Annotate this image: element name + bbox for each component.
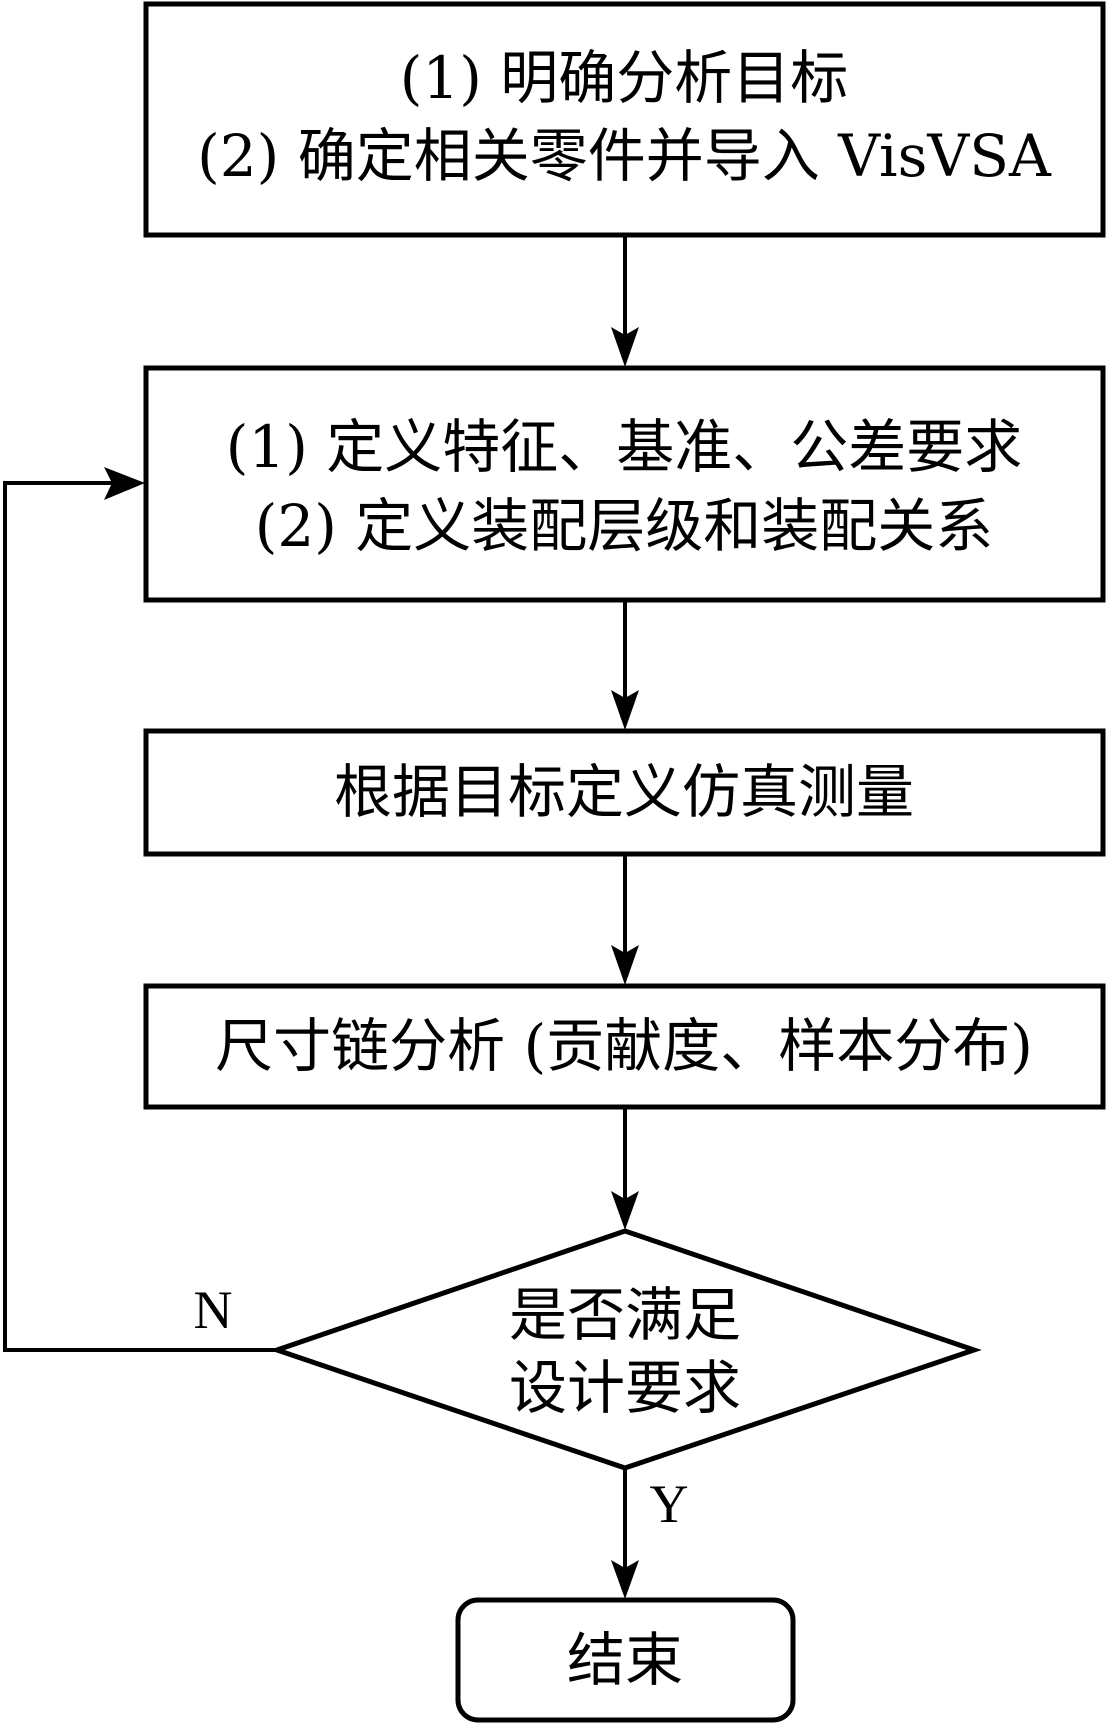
arrowhead-icon [611, 1191, 639, 1230]
decision-line2: 设计要求 [509, 1354, 741, 1422]
arrowhead-icon [611, 690, 639, 730]
decision-line1: 是否满足 [509, 1281, 741, 1349]
edge-step2-step3 [611, 601, 639, 730]
node-step3: 根据目标定义仿真测量 [143, 728, 1106, 857]
step2-box [143, 365, 1106, 603]
end-box [455, 1597, 796, 1723]
edge-decision-step2: N [3, 467, 277, 1352]
arrowhead-icon [104, 467, 145, 500]
node-end: 结束 [455, 1597, 796, 1723]
end-label: 结束 [567, 1626, 683, 1694]
node-decision: 是否满足 设计要求 [269, 1228, 982, 1471]
node-step2: (1) 定义特征、基准、公差要求 (2) 定义装配层级和装配关系 [143, 365, 1106, 603]
edge-step1-step2 [611, 236, 639, 367]
edge-label-y: Y [650, 1474, 689, 1534]
step4-line1: 尺寸链分析 (贡献度、样本分布) [215, 1012, 1033, 1080]
edge-step4-decision [611, 1108, 639, 1230]
step1-line1: (1) 明确分析目标 [400, 44, 849, 112]
step3-line1: 根据目标定义仿真测量 [334, 758, 914, 826]
decision-diamond [269, 1228, 982, 1471]
node-step1: (1) 明确分析目标 (2) 确定相关零件并导入 VisVSA [143, 1, 1106, 238]
edge-decision-end: Y [611, 1469, 689, 1599]
edge-label-n: N [194, 1280, 233, 1340]
arrowhead-icon [611, 1560, 639, 1599]
step2-line1: (1) 定义特征、基准、公差要求 [226, 413, 1023, 481]
arrowhead-icon [611, 327, 639, 367]
step2-line2: (2) 定义装配层级和装配关系 [255, 492, 994, 560]
step4-box [143, 983, 1106, 1110]
edge-step3-step4 [611, 855, 639, 985]
step3-box [143, 728, 1106, 857]
step1-box [143, 1, 1106, 238]
arrowhead-icon [611, 945, 639, 985]
step1-line2: (2) 确定相关零件并导入 VisVSA [197, 122, 1052, 190]
node-step4: 尺寸链分析 (贡献度、样本分布) [143, 983, 1106, 1110]
